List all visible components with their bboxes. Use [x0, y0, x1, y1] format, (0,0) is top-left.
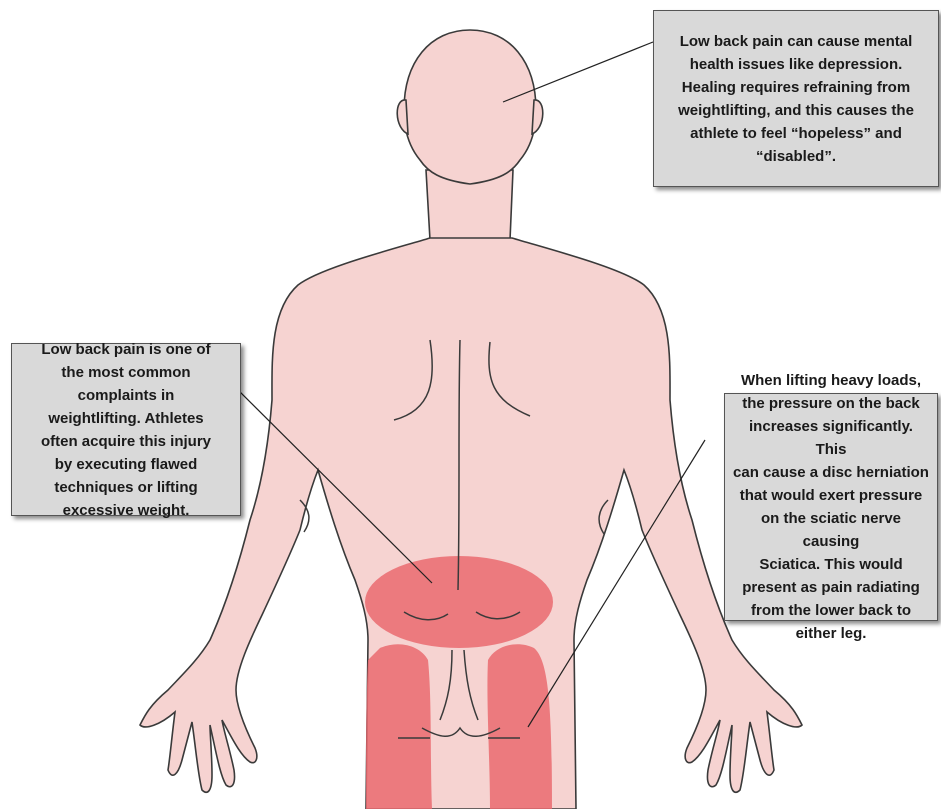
torso-and-arms: [140, 238, 802, 809]
callout-lower-back-text: Low back pain is one of the most common …: [41, 338, 211, 522]
callout-sciatica: When lifting heavy loads, the pressure o…: [724, 393, 938, 621]
callout-lower-back: Low back pain is one of the most common …: [11, 343, 241, 516]
callout-sciatica-text: When lifting heavy loads, the pressure o…: [733, 369, 929, 645]
callout-mental-health-text: Low back pain can cause mental health is…: [678, 30, 914, 168]
head: [404, 30, 536, 184]
callout-mental-health: Low back pain can cause mental health is…: [653, 10, 939, 187]
left-ear: [397, 100, 408, 134]
right-ear: [532, 100, 543, 134]
pain-area-left-thigh: [366, 644, 432, 809]
pain-area-right-thigh: [487, 644, 552, 809]
